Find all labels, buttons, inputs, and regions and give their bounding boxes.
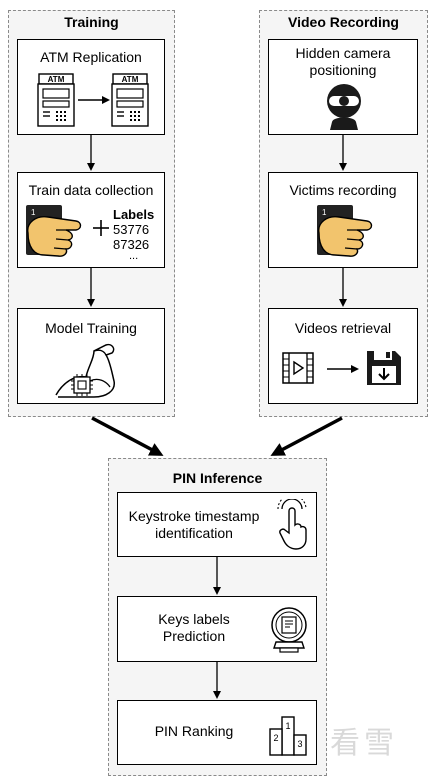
ai-prediction-globe-icon [271,607,307,653]
svg-text:2: 2 [273,733,278,743]
hidden-camera-title-line2: positioning [309,62,377,78]
podium-ranking-icon: 1 2 3 [269,716,307,756]
pin-ranking-title: PIN Ranking [154,723,234,739]
watermark-text: 看雪 [330,726,398,761]
atm-copy-label: ATM [122,75,139,84]
keystroke-title-line1: Keystroke timestamp [128,508,260,524]
label-more: ... [129,250,139,262]
touch-tap-icon [277,499,307,550]
arrow-video-to-inference [270,416,343,456]
atm-replication-title: ATM Replication [40,49,142,65]
videos-retrieval-box: Videos retrieval [268,308,418,404]
atm-machine-icon: ATM [37,73,75,127]
keystroke-title-line2: identification [155,525,233,541]
svg-text:1: 1 [285,721,290,731]
video-recording-group-title: Video Recording [288,14,399,30]
videos-retrieval-title: Videos retrieval [294,320,392,336]
victims-recording-box: Victims recording 1 0 [268,172,418,268]
keys-labels-box: Keys labels Prediction [117,596,317,662]
train-data-collection-title: Train data collection [28,182,154,198]
pin-ranking-box: PIN Ranking 1 2 3 [117,700,317,765]
labels-list: Labels 53776 87326 ... [113,207,155,262]
hand-on-keypad-icon: 1 0 [26,205,82,257]
arrow-training-to-inference [91,416,164,456]
victim-hand-keypad-icon: 1 0 [317,205,373,257]
keys-labels-title-line2: Prediction [162,628,226,644]
label-value-1: 53776 [113,222,150,237]
train-data-collection-box: Train data collection 1 0 Labels 53776 8… [17,172,165,268]
webcam-icon [327,84,361,130]
svg-text:3: 3 [297,739,302,749]
training-group-title: Training [64,14,119,30]
victims-recording-title: Victims recording [289,182,397,198]
svg-text:1: 1 [31,208,36,217]
transfer-arrow-icon [327,365,359,373]
hidden-camera-box: Hidden camera positioning [268,39,418,135]
flexed-arm-chip-icon [55,343,115,398]
labels-header: Labels [113,207,155,222]
atm-label: ATM [48,75,65,84]
hidden-camera-title-line1: Hidden camera [295,45,391,61]
svg-text:1: 1 [322,208,327,217]
atm-machine-copy-icon: ATM [111,73,149,127]
keys-labels-title-line1: Keys labels [158,611,230,627]
atm-replication-box: ATM Replication ATM ATM [17,39,165,135]
plus-icon [93,220,109,236]
replication-arrow-icon [78,96,110,104]
floppy-disk-save-icon [367,351,401,385]
model-training-box: Model Training [17,308,165,404]
video-file-icon [282,352,314,384]
pin-inference-group-title: PIN Inference [172,470,263,486]
keystroke-box: Keystroke timestamp identification [117,492,317,557]
model-training-title: Model Training [45,320,137,336]
label-value-2: 87326 [113,237,150,252]
